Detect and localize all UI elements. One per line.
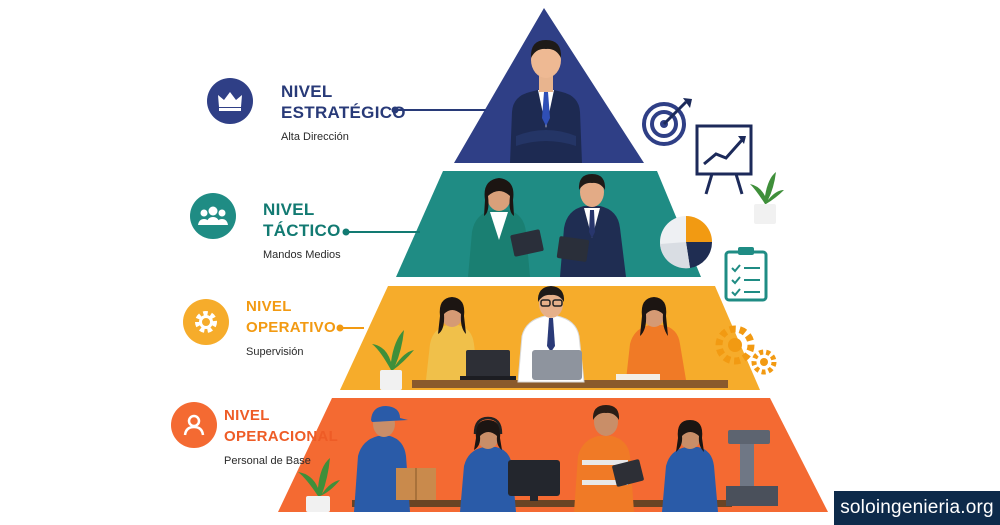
level-label-strategic: NIVEL ESTRATÉGICO Alta Dirección xyxy=(281,81,406,143)
level-title-operative: NIVEL OPERATIVO xyxy=(246,296,336,338)
level-title-operational: NIVEL OPERACIONAL xyxy=(224,405,338,447)
potted-plant-bottom xyxy=(298,458,340,512)
level-label-tactical: NIVEL TÁCTICO Mandos Medios xyxy=(263,199,341,261)
level-subtitle-tactical: Mandos Medios xyxy=(263,249,341,261)
level-subtitle-operative: Supervisión xyxy=(246,346,304,358)
safety-worker-figure xyxy=(574,405,644,512)
level-title-line2: OPERACIONAL xyxy=(224,428,339,445)
level-label-operative: NIVEL OPERATIVO Supervisión xyxy=(246,296,336,358)
support-agent-figure xyxy=(460,416,560,512)
badge-strategic xyxy=(207,78,253,124)
clipboard-checklist-icon xyxy=(724,247,768,302)
pyramid-tier-tactical xyxy=(396,171,701,277)
person-icon xyxy=(183,414,205,436)
worker-woman-right-figure xyxy=(616,297,686,380)
connector-line-3 xyxy=(336,324,364,332)
badge-tactical xyxy=(190,193,236,239)
manager-man-figure xyxy=(556,174,626,277)
crown-icon xyxy=(218,92,242,111)
group-icon xyxy=(198,206,228,225)
level-subtitle-operational: Personal de Base xyxy=(224,455,311,467)
growth-chart-board-icon xyxy=(695,124,753,195)
level-title-line1: NIVEL xyxy=(281,82,333,101)
worker-woman-left-figure xyxy=(426,297,516,380)
level-title-strategic: NIVEL ESTRATÉGICO xyxy=(281,81,406,123)
machine-operator-figure xyxy=(662,420,778,512)
plant-decoration-right xyxy=(750,172,784,224)
warehouse-worker-figure xyxy=(354,406,436,512)
connector-line-2 xyxy=(342,228,420,236)
connector-line-1 xyxy=(391,106,486,114)
badge-operative xyxy=(183,299,229,345)
manager-woman-figure xyxy=(468,178,544,277)
level-title-line2: OPERATIVO xyxy=(246,319,336,336)
base-desk xyxy=(352,500,732,507)
level-title-line1: NIVEL xyxy=(246,298,292,315)
gear-icon xyxy=(195,311,217,333)
operative-desk xyxy=(412,380,728,388)
potted-plant-left xyxy=(372,330,414,390)
level-title-line2: TÁCTICO xyxy=(263,221,341,240)
supervisor-man-figure xyxy=(517,286,585,383)
level-title-tactical: NIVEL TÁCTICO xyxy=(263,199,341,241)
badge-operational xyxy=(171,402,217,448)
level-title-line1: NIVEL xyxy=(224,407,270,424)
level-title-line2: ESTRATÉGICO xyxy=(281,103,406,122)
level-title-line1: NIVEL xyxy=(263,200,315,219)
level-subtitle-strategic: Alta Dirección xyxy=(281,131,349,143)
pie-chart-icon xyxy=(660,216,713,269)
level-label-operational: NIVEL OPERACIONAL Personal de Base xyxy=(224,405,338,467)
target-icon xyxy=(642,98,692,146)
executive-figure xyxy=(510,40,582,163)
gears-icon xyxy=(715,325,777,375)
brand-watermark[interactable]: soloingenieria.org xyxy=(834,491,1000,525)
